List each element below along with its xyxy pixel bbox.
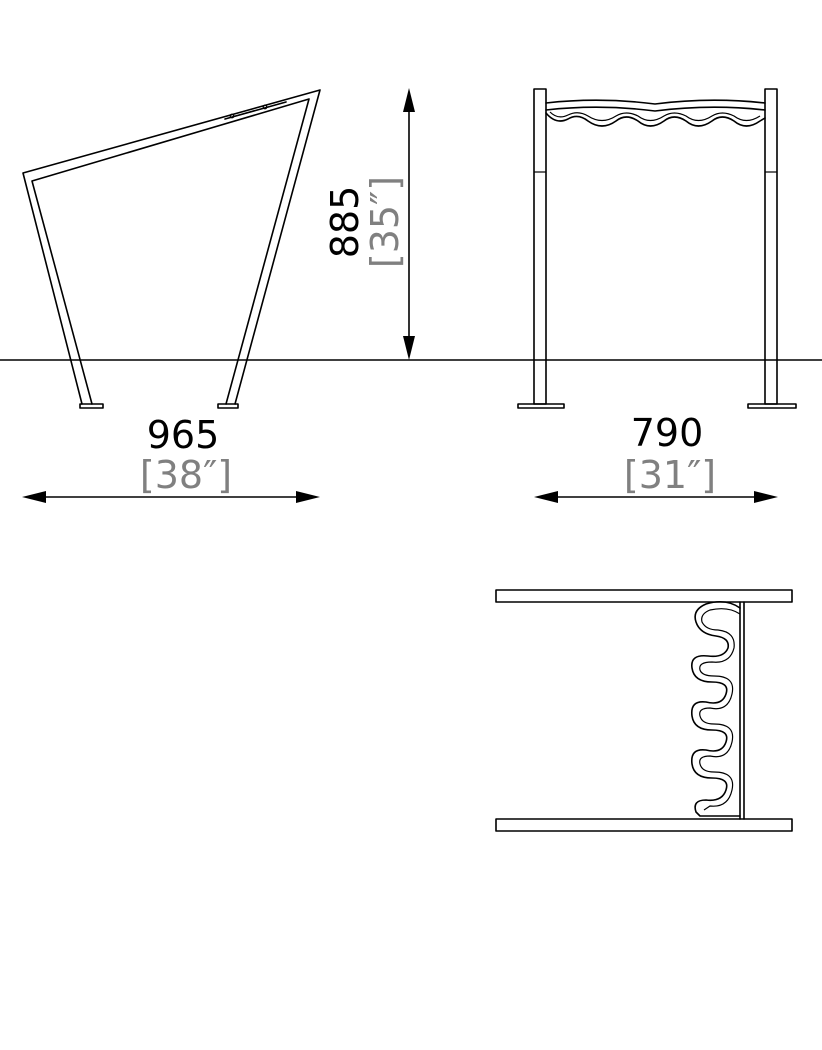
height-arrow-up-icon <box>403 88 415 112</box>
side-width-arrow-left-icon <box>22 491 46 503</box>
front-base-plate-right <box>747 403 797 409</box>
front-width-dimension: 790 [31″] <box>534 411 778 503</box>
top-base-plate-lower <box>495 818 793 832</box>
top-rack-meander <box>690 600 741 817</box>
front-rack-bar-bottom <box>545 106 766 112</box>
front-width-arrow-left-icon <box>534 491 558 503</box>
top-view <box>495 589 793 832</box>
front-view <box>517 88 797 409</box>
side-base-plate-left <box>79 403 104 409</box>
side-rack-tube <box>224 101 287 120</box>
front-base-plate-left <box>517 403 565 409</box>
top-base-plate-upper <box>495 589 793 603</box>
side-bolt-1 <box>229 113 235 119</box>
side-base-plate-right <box>217 403 239 409</box>
side-frame-outer <box>22 89 321 405</box>
side-view <box>22 89 321 409</box>
height-arrow-down-icon <box>403 336 415 360</box>
height-dimension: 885 [35″] <box>323 88 415 360</box>
side-width-dimension: 965 [38″] <box>22 413 320 503</box>
top-rack-meander-inner <box>699 608 741 811</box>
front-rack-bar-top <box>545 99 766 105</box>
front-rack-loops <box>545 112 766 127</box>
front-width-mm-label: 790 <box>631 411 704 455</box>
side-width-inch-label: [38″] <box>140 453 232 497</box>
front-post-left <box>533 88 547 405</box>
front-width-arrow-right-icon <box>754 491 778 503</box>
side-width-arrow-right-icon <box>296 491 320 503</box>
front-rack-loops-inner <box>549 111 761 122</box>
height-inch-label: [35″] <box>363 176 407 268</box>
side-bolt-2 <box>262 104 268 110</box>
front-width-inch-label: [31″] <box>624 453 716 497</box>
side-frame-inner <box>31 98 310 405</box>
height-mm-label: 885 <box>323 186 367 259</box>
front-post-right <box>764 88 778 405</box>
side-width-mm-label: 965 <box>147 413 220 457</box>
